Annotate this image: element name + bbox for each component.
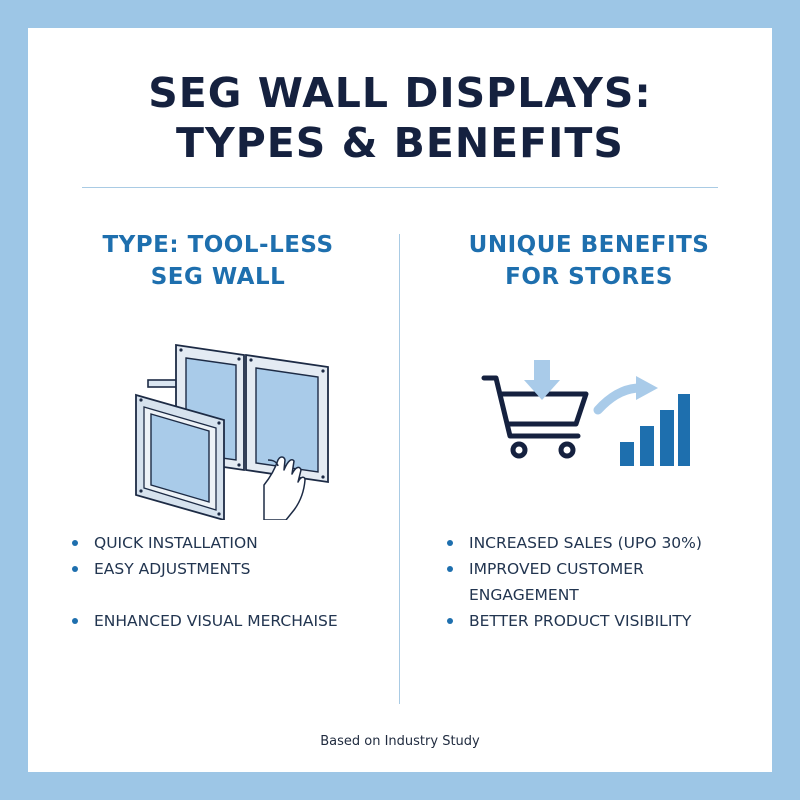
page-title: SEG WALL DISPLAYS: TYPES & BENEFITS	[28, 68, 772, 168]
bullet-text: QUICK INSTALLATION	[94, 534, 258, 552]
bullet-dot	[72, 566, 78, 572]
list-item: ENHANCED VISUAL MERCHAISE	[72, 608, 338, 634]
infographic-card: SEG WALL DISPLAYS: TYPES & BENEFITS TYPE…	[28, 28, 772, 772]
bullet-dot	[447, 566, 453, 572]
list-item: EASY ADJUSTMENTS	[72, 556, 250, 582]
bar-chart-icon	[620, 394, 690, 466]
column-divider	[399, 234, 400, 704]
bullet-text: ENHANCED VISUAL MERCHAISE	[94, 612, 338, 630]
cart-growth-chart-icon	[481, 360, 690, 466]
back-frame-right	[245, 353, 329, 484]
list-item: QUICK INSTALLATION	[72, 530, 258, 556]
list-item: BETTER PRODUCT VISIBILITY	[447, 608, 691, 634]
bullet-text: IMPROVED CUSTOMER	[469, 560, 644, 578]
bullet-text: BETTER PRODUCT VISIBILITY	[469, 612, 692, 630]
front-frame	[135, 393, 225, 520]
left-heading-line-1: TYPE: TOOL-LESS	[102, 232, 334, 258]
down-arrow-icon	[524, 360, 560, 400]
list-item: IMPROVED CUSTOMER	[447, 556, 644, 582]
title-divider	[82, 187, 718, 188]
right-column-heading: UNIQUE BENEFITS FOR STORES	[434, 229, 744, 293]
bullet-dot	[447, 618, 453, 624]
list-item-continuation: ENGAGEMENT	[447, 582, 579, 608]
list-item: INCREASED SALES (UPO 30%)	[447, 530, 702, 556]
connector-rod	[147, 379, 179, 388]
source-footnote: Based on Industry Study	[320, 734, 480, 749]
title-line-2: TYPES & BENEFITS	[176, 119, 624, 167]
bullet-dot	[72, 618, 78, 624]
title-line-1: SEG WALL DISPLAYS:	[148, 69, 652, 117]
bullet-dot	[72, 540, 78, 546]
seg-frame-assembly-icon	[135, 343, 329, 520]
left-column-heading: TYPE: TOOL-LESS SEG WALL	[68, 229, 368, 293]
growth-arrow-icon	[593, 376, 658, 415]
right-heading-line-2: FOR STORES	[505, 264, 673, 290]
bullet-text: EASY ADJUSTMENTS	[94, 560, 251, 578]
bullet-text: INCREASED SALES (UPO 30%)	[469, 534, 702, 552]
right-heading-line-1: UNIQUE BENEFITS	[468, 232, 710, 258]
bullet-dot	[447, 540, 453, 546]
hand-icon	[263, 456, 306, 520]
bullet-text: ENGAGEMENT	[469, 586, 579, 604]
left-heading-line-2: SEG WALL	[150, 264, 286, 290]
